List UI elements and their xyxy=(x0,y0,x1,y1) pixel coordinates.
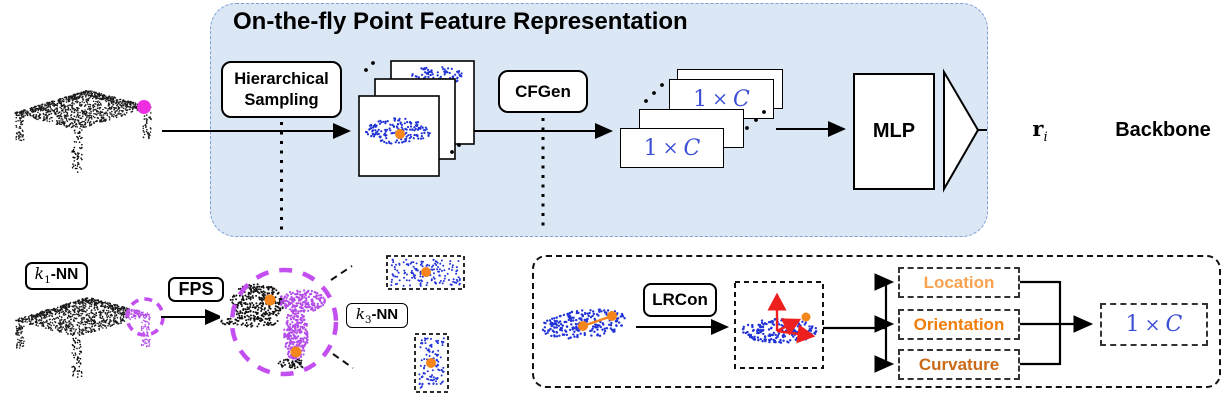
hierarchical-sampling-line1: Hierarchical xyxy=(234,70,329,89)
neighbor-patch-top xyxy=(386,255,465,290)
input-table-cloud xyxy=(9,84,160,177)
backbone-box: Backbone xyxy=(1105,88,1221,173)
feature-dim-one: 1 xyxy=(693,86,708,112)
knn-table-cloud xyxy=(9,293,165,381)
neighbor-patch-bottom xyxy=(414,333,449,393)
k3nn-label-box: k3-NN xyxy=(346,303,408,328)
fps-label-box: FPS xyxy=(168,277,224,302)
final-feature-box: 1×C xyxy=(1100,303,1208,346)
orientation-box: Orientation xyxy=(898,309,1020,340)
hierarchical-sampling-line2: Sampling xyxy=(244,90,319,109)
times-symbol: × xyxy=(1144,313,1161,336)
output-feature-box: ri xyxy=(1020,87,1060,174)
location-box: Location xyxy=(898,267,1020,298)
k1nn-label-box: k1-NN xyxy=(25,262,88,290)
r-symbol: r xyxy=(1032,115,1044,141)
curvature-box: Curvature xyxy=(898,349,1020,380)
nn-suffix: -NN xyxy=(371,306,399,323)
times-symbol: × xyxy=(662,137,679,159)
feature-dim-c: C xyxy=(1165,312,1183,337)
times-symbol: × xyxy=(712,88,729,110)
nn-suffix: -NN xyxy=(50,266,79,284)
hierarchical-sampling-box: Hierarchical Sampling xyxy=(221,61,342,118)
k1-subscript: 1 xyxy=(44,274,51,287)
zoom-circle-view xyxy=(220,264,347,385)
feature-dim-c: C xyxy=(683,135,701,161)
feature-dim-one: 1 xyxy=(1125,312,1140,337)
lrcon-box: LRCon xyxy=(643,283,717,317)
k-symbol: k xyxy=(355,305,365,323)
r-subscript: i xyxy=(1043,130,1048,146)
panel-title: On-the-fly Point Feature Representation xyxy=(233,8,688,35)
cfgen-box: CFGen xyxy=(498,70,588,113)
feature-dim-one: 1 xyxy=(643,135,658,161)
k3-subscript: 3 xyxy=(364,315,372,326)
k-symbol: k xyxy=(34,265,45,284)
feature-vector-box-front: 1×C xyxy=(620,128,724,168)
feature-dim-c: C xyxy=(733,86,750,112)
mlp-box: MLP xyxy=(853,73,935,190)
